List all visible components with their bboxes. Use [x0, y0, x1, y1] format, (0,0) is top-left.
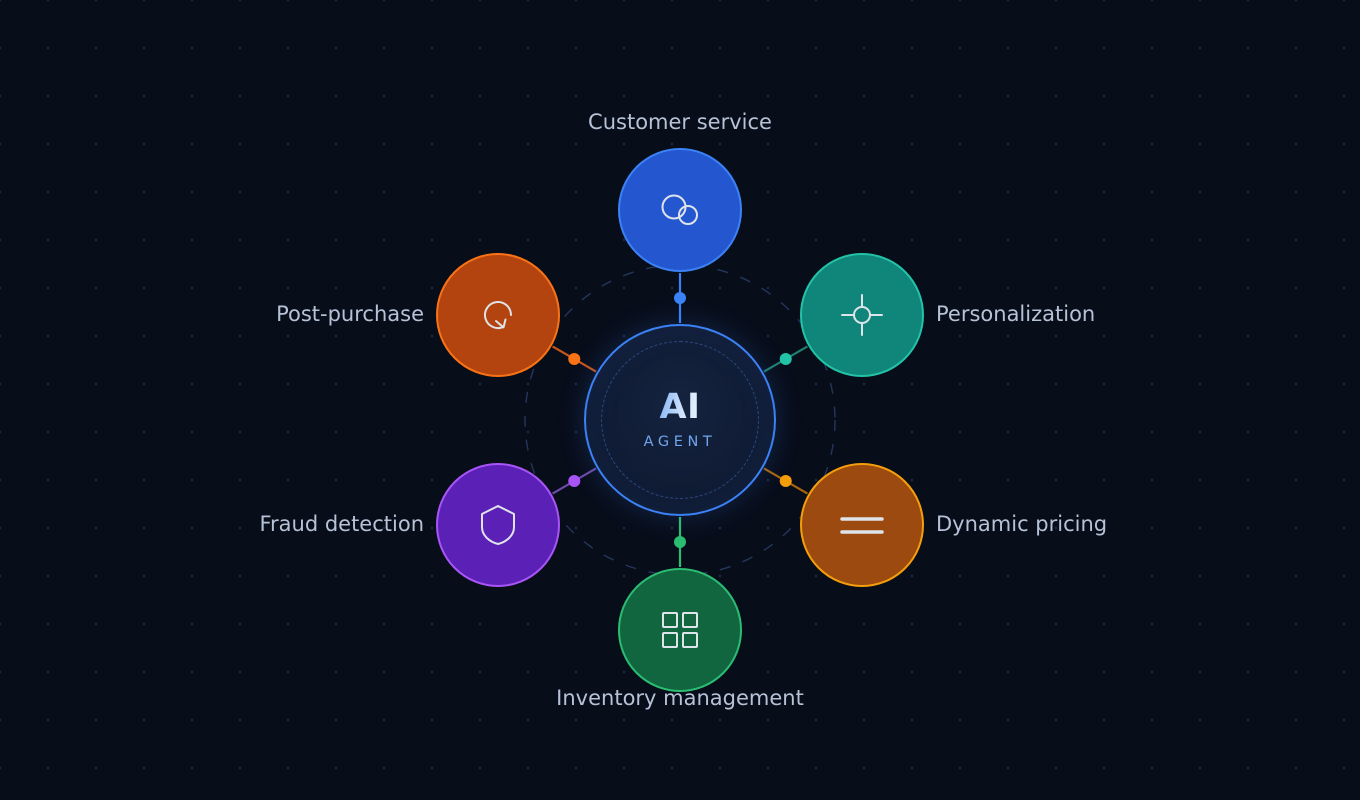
node-personalization[interactable]	[800, 253, 924, 377]
sliders-equals-icon	[839, 510, 885, 540]
node-fraud-detection[interactable]	[436, 463, 560, 587]
hub-node-ai-agent[interactable]: AI AGENT	[584, 324, 776, 516]
node-label-dynamic-pricing: Dynamic pricing	[936, 512, 1108, 536]
node-post-purchase[interactable]	[436, 253, 560, 377]
node-label-personalization: Personalization	[936, 302, 1096, 326]
connector-dot-personalization	[779, 353, 792, 366]
node-label-inventory-management: Inventory management	[556, 686, 804, 710]
shield-icon	[479, 503, 517, 547]
chat-bubbles-icon	[654, 188, 706, 232]
node-inventory-management[interactable]	[618, 568, 742, 692]
grid-squares-icon	[660, 610, 700, 650]
connector-dot-customer-service	[674, 292, 686, 304]
connector-dot-fraud-detection	[568, 474, 581, 487]
hub-title: AI	[659, 387, 701, 427]
hub-subtitle: AGENT	[643, 434, 717, 450]
refresh-return-icon	[477, 294, 519, 336]
node-label-customer-service: Customer service	[588, 110, 772, 134]
connector-dot-inventory-management	[674, 536, 686, 548]
node-dynamic-pricing[interactable]	[800, 463, 924, 587]
node-customer-service[interactable]	[618, 148, 742, 272]
node-label-fraud-detection: Fraud detection	[259, 512, 424, 536]
crosshair-target-icon	[839, 292, 885, 338]
node-label-post-purchase: Post-purchase	[276, 302, 424, 326]
connector-dot-dynamic-pricing	[779, 474, 792, 487]
connector-dot-post-purchase	[568, 353, 581, 366]
